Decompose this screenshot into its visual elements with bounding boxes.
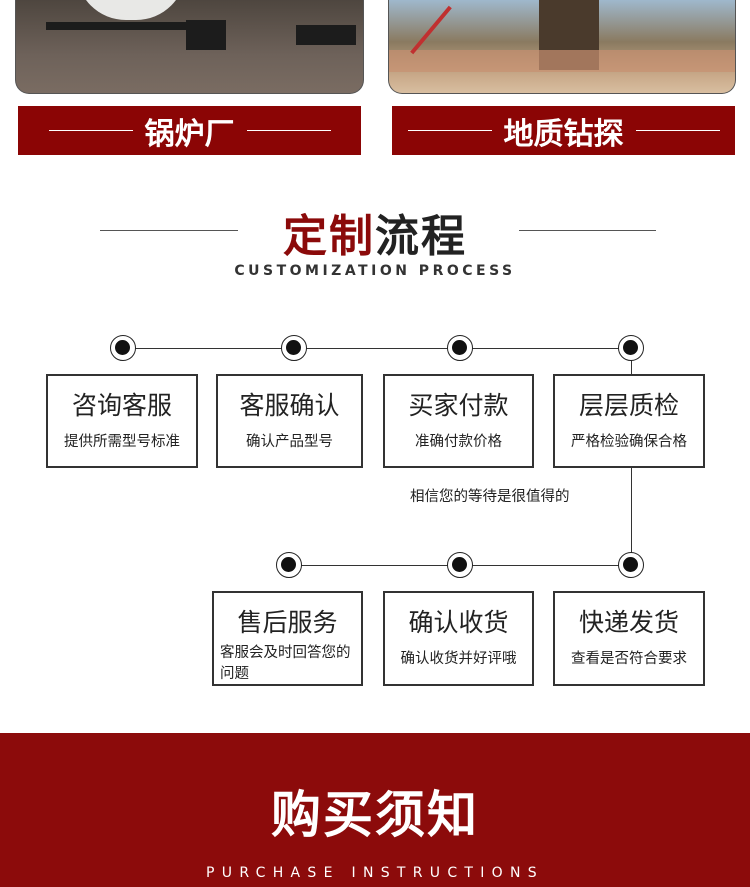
wait-note: 相信您的等待是很值得的 (410, 489, 570, 505)
category-label: 锅炉厂 (144, 116, 235, 152)
category-boiler-banner: 锅炉厂 (18, 106, 361, 155)
step-after-sales: 售后服务客服会及时回答您的问题 (212, 591, 363, 686)
step-shipping: 快递发货查看是否符合要求 (553, 591, 705, 686)
step-desc: 提供所需型号标准 (64, 434, 180, 450)
step-desc: 确认收货并好评哦 (400, 651, 517, 667)
step-desc: 客服会及时回答您的问题 (220, 645, 351, 682)
title-black: 流程 (375, 211, 467, 262)
step-dot (276, 552, 302, 578)
step-dot (618, 335, 644, 361)
boiler-photo (15, 0, 364, 94)
step-inspection: 层层质检严格检验确保合格 (553, 374, 705, 468)
step-desc: 严格检验确保合格 (571, 434, 687, 450)
category-label: 地质钻探 (503, 116, 624, 152)
step-dot (447, 335, 473, 361)
section-title: 定制流程 (0, 200, 750, 264)
step-confirm: 客服确认确认产品型号 (216, 374, 363, 468)
step-dot (281, 335, 307, 361)
step-dot (618, 552, 644, 578)
step-desc: 确认产品型号 (246, 434, 333, 450)
title-red: 定制 (283, 211, 375, 262)
purchase-instructions-banner: 购买须知 PURCHASE INSTRUCTIONS (0, 733, 750, 887)
step-title: 确认收货 (408, 608, 509, 637)
footer-title: 购买须知 (271, 785, 479, 844)
divider (100, 230, 238, 231)
step-title: 咨询客服 (71, 391, 172, 420)
step-consult: 咨询客服提供所需型号标准 (46, 374, 198, 468)
step-desc: 查看是否符合要求 (571, 651, 687, 667)
section-subtitle: CUSTOMIZATION PROCESS (234, 263, 516, 279)
step-dot (110, 335, 136, 361)
footer-subtitle: PURCHASE INSTRUCTIONS (206, 865, 544, 881)
drilling-rig-photo (388, 0, 736, 94)
category-drilling-banner: 地质钻探 (392, 106, 735, 155)
step-title: 层层质检 (578, 391, 679, 420)
step-title: 快递发货 (578, 608, 679, 637)
step-receipt: 确认收货确认收货并好评哦 (383, 591, 534, 686)
step-dot (447, 552, 473, 578)
step-title: 客服确认 (239, 391, 340, 420)
step-title: 买家付款 (408, 391, 509, 420)
step-desc: 准确付款价格 (415, 434, 502, 450)
step-payment: 买家付款准确付款价格 (383, 374, 534, 468)
flow-line (123, 348, 631, 349)
divider (519, 230, 656, 231)
step-title: 售后服务 (237, 608, 338, 637)
